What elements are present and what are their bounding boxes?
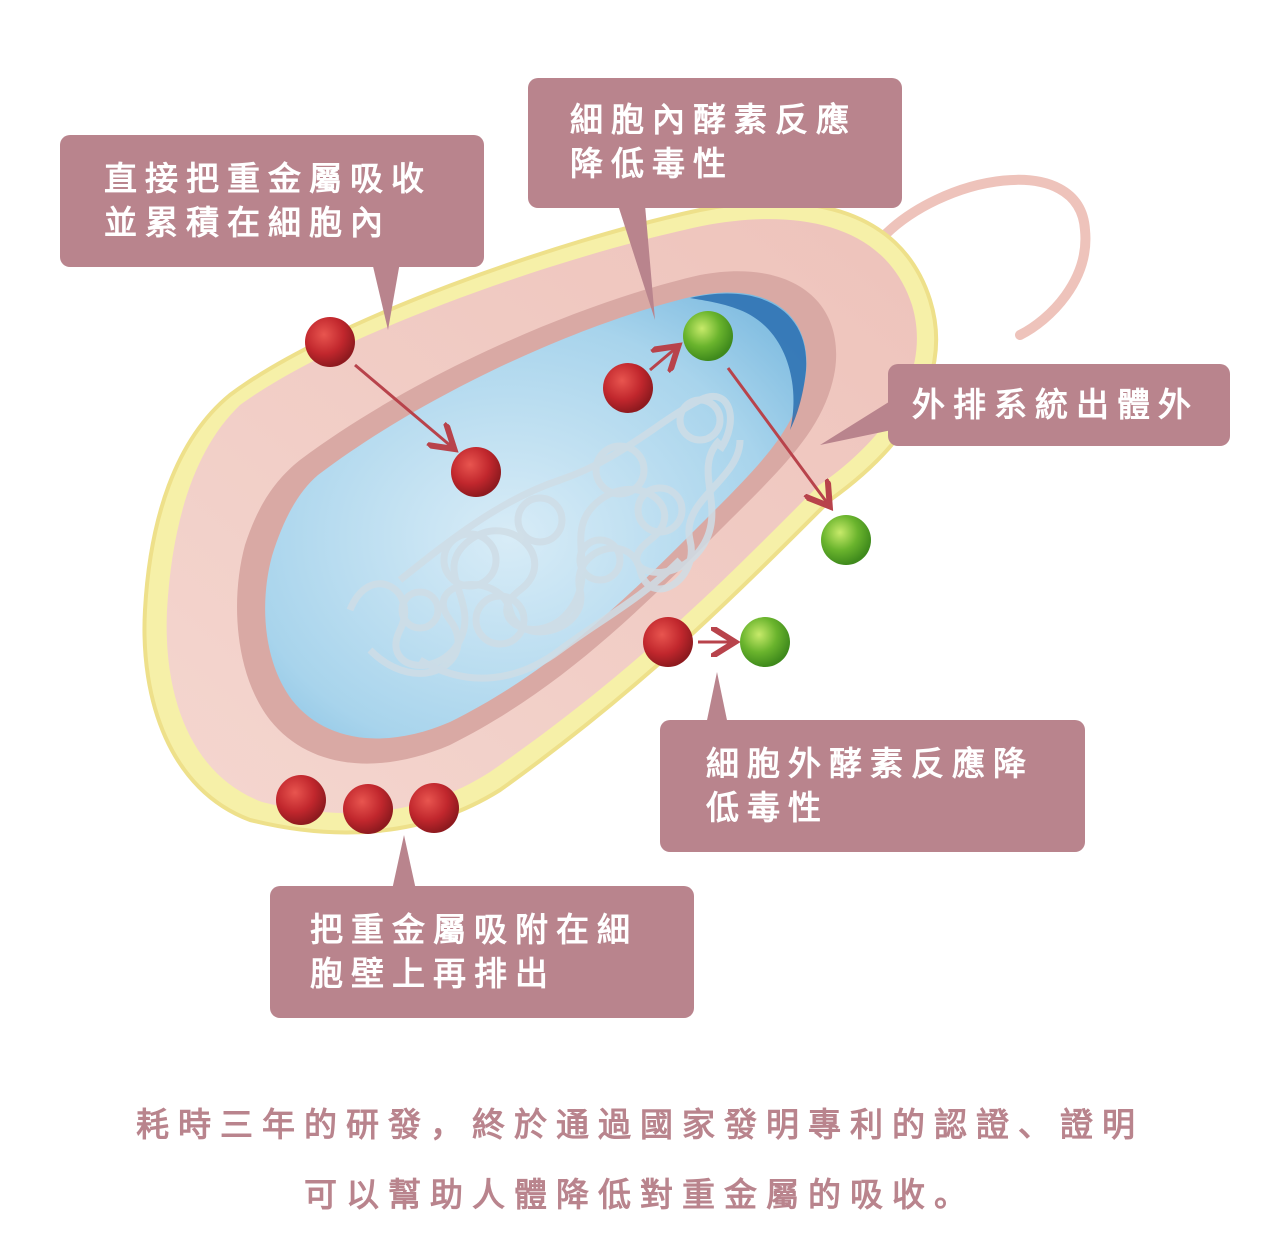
heavy-metal-particle-wall-3 [409,783,459,833]
heavy-metal-particle-extracellular [643,617,693,667]
callout-adsorb-line1: 把重金屬吸附在細 [310,910,638,949]
pointer-extracellular [706,672,728,725]
callout-efflux: 外排系統出體外 [888,364,1230,446]
callout-adsorb-wall: 把重金屬吸附在細 胞壁上再排出 [270,886,694,1018]
arrow-efflux [726,367,828,504]
arrow-intracellular-convert [649,348,676,370]
detoxified-particle-inside [683,311,733,361]
pointer-intracellular [618,205,655,320]
callout-direct-absorb-line2: 並累積在細胞內 [104,203,391,242]
heavy-metal-particle-outside [305,317,355,367]
callout-intracellular-line2: 降低毒性 [570,144,734,183]
heavy-metal-particle-wall-1 [276,775,326,825]
callout-extracellular-line2: 低毒性 [706,788,829,827]
heavy-metal-particle-inside [603,363,653,413]
pointer-direct-absorb [372,262,400,330]
bacterium-diagram [142,174,1091,890]
footer-line-1: 耗時三年的研發，終於通過國家發明專利的認證、證明 [136,1105,1144,1144]
pointer-adsorb [392,835,416,890]
callout-intracellular-enzyme: 細胞內酵素反應 降低毒性 [528,78,902,208]
cytoplasm-edge [690,293,807,430]
callout-intracellular-line1: 細胞內酵素反應 [570,100,857,139]
callout-direct-absorb-line1: 直接把重金屬吸收 [104,159,432,198]
footer-line-2: 可以幫助人體降低對重金屬的吸收。 [304,1175,976,1214]
detoxified-particle-extracellular [740,617,790,667]
heavy-metal-particle-absorbed [451,447,501,497]
callout-extracellular-line1: 細胞外酵素反應降 [706,744,1034,783]
detoxified-particle-excreted [821,515,871,565]
callout-direct-absorb: 直接把重金屬吸收 並累積在細胞內 [60,135,484,267]
callout-adsorb-line2: 胞壁上再排出 [310,954,556,993]
dna-nucleoid [346,392,744,682]
pointer-efflux [820,400,892,445]
flagellum [875,174,1091,340]
arrow-absorb [354,363,452,447]
callout-extracellular-enzyme: 細胞外酵素反應降 低毒性 [660,720,1085,852]
callout-efflux-line1: 外排系統出體外 [912,385,1199,424]
heavy-metal-particle-wall-2 [343,784,393,834]
